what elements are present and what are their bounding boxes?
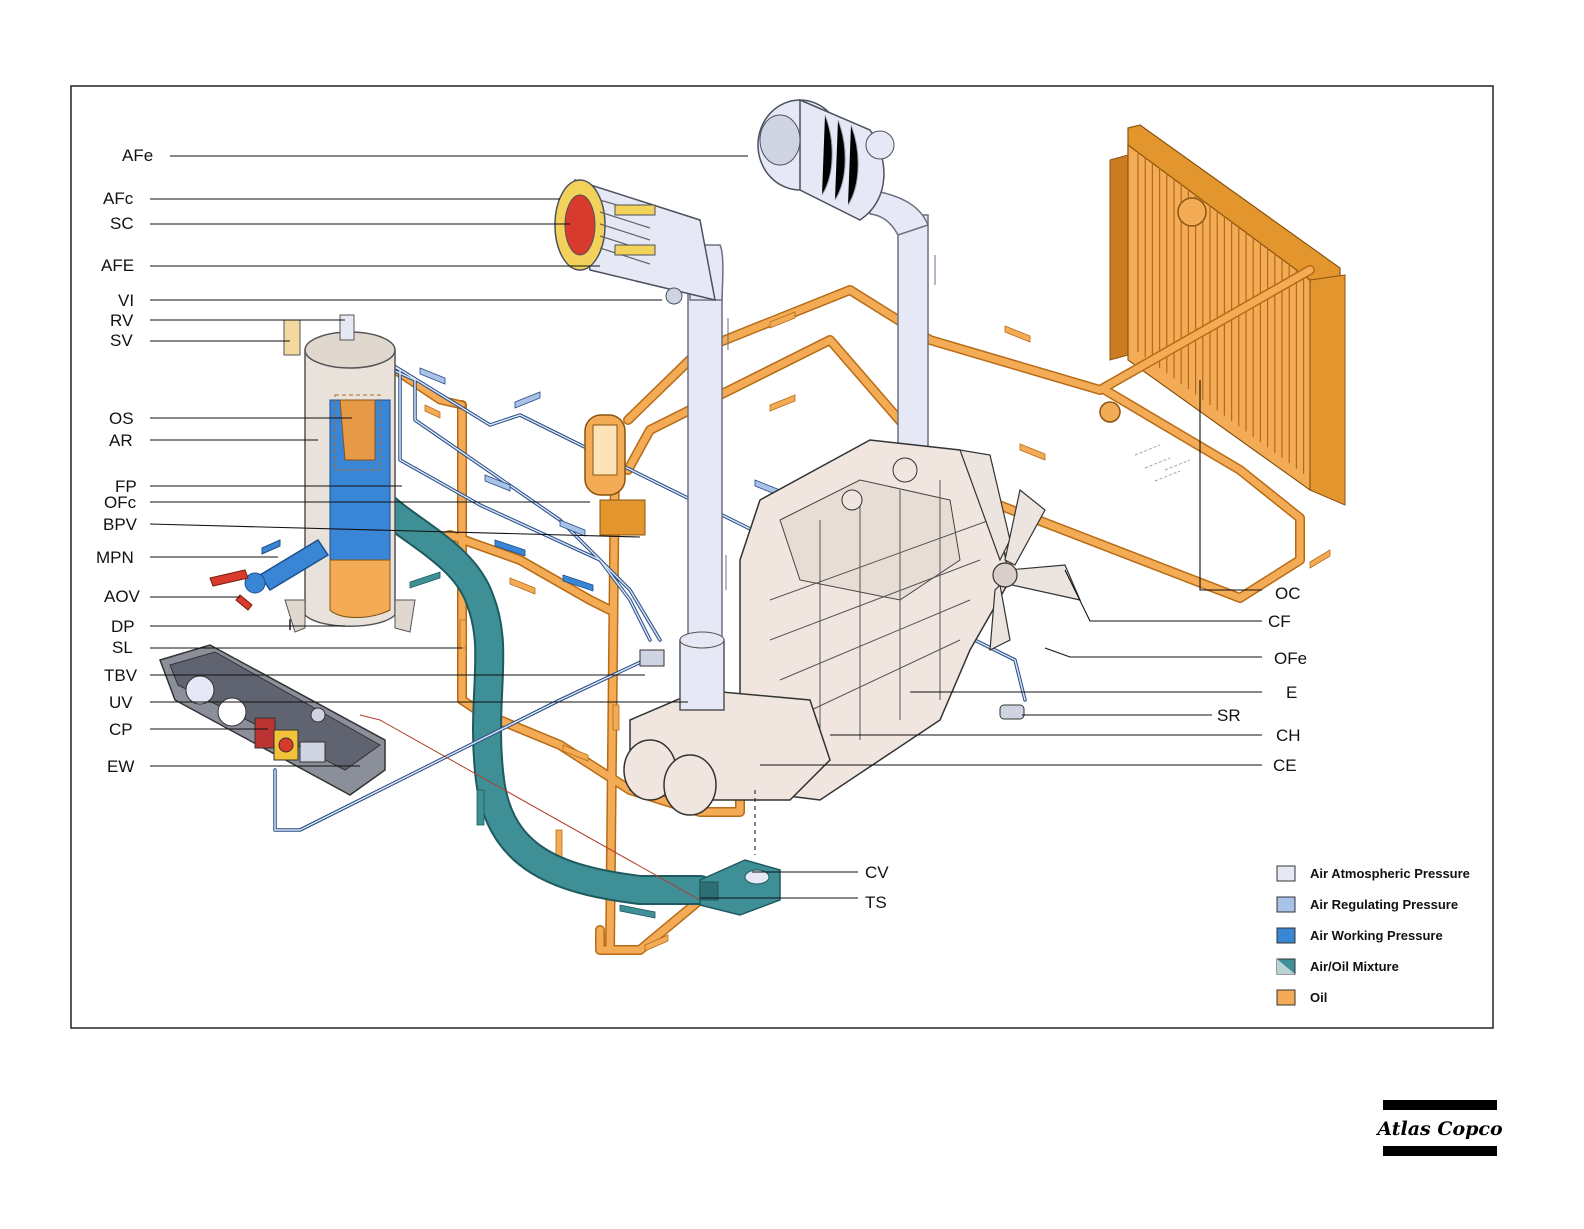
legend-label: Oil (1310, 990, 1327, 1005)
label-rv: RV (110, 311, 134, 330)
label-sl: SL (112, 638, 133, 657)
leader-ofe (1045, 648, 1262, 657)
label-ts: TS (865, 893, 887, 912)
label-sr: SR (1217, 706, 1241, 725)
label-ofe: OFe (1274, 649, 1307, 668)
check-valve-thermostat (700, 860, 780, 915)
control-panel (160, 645, 385, 795)
label-afe-top: AFe (122, 146, 153, 165)
legend-swatch (1277, 928, 1295, 943)
label-cf: CF (1268, 612, 1291, 631)
air-oil-mixture-pipe (360, 470, 700, 890)
label-bpv: BPV (103, 515, 138, 534)
speed-regulator (1000, 705, 1024, 719)
cooling-airflow-arrows (1135, 445, 1190, 481)
label-dp: DP (111, 617, 135, 636)
label-aov: AOV (104, 587, 141, 606)
label-ofc: OFc (104, 493, 137, 512)
air-filter-compressor (555, 180, 715, 304)
air-filter-engine (758, 100, 894, 220)
label-ce: CE (1273, 756, 1297, 775)
label-afe-elem: AFE (101, 256, 134, 275)
label-tbv: TBV (104, 666, 138, 685)
label-afc: AFc (103, 189, 134, 208)
legend-swatch (1277, 866, 1295, 881)
air-receiver (284, 315, 415, 632)
label-uv: UV (109, 693, 133, 712)
label-sv: SV (110, 331, 133, 350)
label-ar: AR (109, 431, 133, 450)
label-mpn: MPN (96, 548, 134, 567)
label-sc: SC (110, 214, 134, 233)
label-vi: VI (118, 291, 134, 310)
label-cv: CV (865, 863, 889, 882)
label-ew: EW (107, 757, 134, 776)
logo-text: Atlas Copco (1375, 1118, 1503, 1140)
thermal-bypass-valve (640, 650, 664, 666)
atlas-copco-logo: Atlas Copco (1375, 1100, 1503, 1156)
labels-left: AFeAFcSCAFEVIRVSVOSARFPOFcBPVMPNAOVDPSLT… (96, 146, 153, 776)
legend-label: Air Atmospheric Pressure (1310, 866, 1470, 881)
label-oc: OC (1275, 584, 1301, 603)
legend-label: Air Regulating Pressure (1310, 897, 1458, 912)
legend-label: Air/Oil Mixture (1310, 959, 1399, 974)
label-cp: CP (109, 720, 133, 739)
legend-swatch (1277, 990, 1295, 1005)
label-os: OS (109, 409, 134, 428)
oil-filter-compressor (585, 415, 645, 535)
legend-swatch (1277, 897, 1295, 912)
label-ch: CH (1276, 726, 1301, 745)
label-e: E (1286, 683, 1297, 702)
legend-label: Air Working Pressure (1310, 928, 1443, 943)
